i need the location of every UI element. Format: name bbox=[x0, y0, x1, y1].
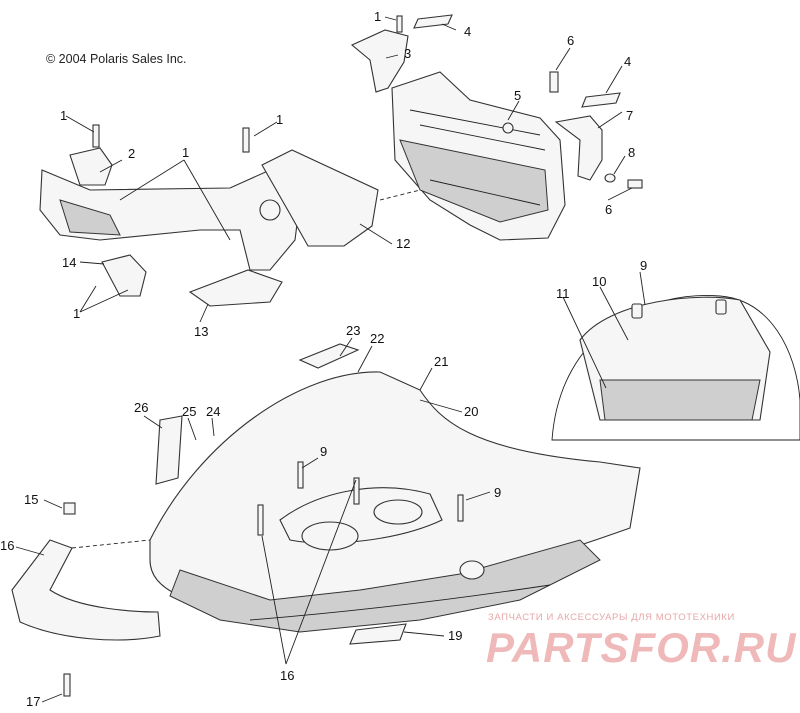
callout-1: 1 bbox=[73, 306, 80, 321]
air-duct-26 bbox=[155, 415, 183, 485]
callout-8: 8 bbox=[628, 145, 635, 160]
callout-13: 13 bbox=[194, 324, 208, 339]
callout-6: 6 bbox=[567, 33, 574, 48]
callout-14: 14 bbox=[62, 255, 76, 270]
leader-dashed-bumper bbox=[71, 539, 151, 549]
hood-20 bbox=[149, 371, 641, 633]
callout-1: 1 bbox=[374, 9, 381, 24]
callout-4: 4 bbox=[624, 54, 631, 69]
callout-2: 2 bbox=[128, 146, 135, 161]
screw-16 bbox=[257, 504, 264, 536]
callout-20: 20 bbox=[464, 404, 478, 419]
bolt-6-top bbox=[549, 71, 559, 93]
callout-1: 1 bbox=[60, 108, 67, 123]
leader-lines bbox=[15, 16, 646, 703]
callout-21: 21 bbox=[434, 354, 448, 369]
decal-19 bbox=[349, 623, 407, 645]
watermark-tagline: ЗАПЧАСТИ И АКСЕССУАРЫ ДЛЯ МОТОТЕХНИКИ bbox=[488, 612, 735, 623]
bracket-3 bbox=[350, 29, 409, 93]
callout-23: 23 bbox=[346, 323, 360, 338]
bolt-1-top bbox=[396, 15, 403, 33]
callout-1: 1 bbox=[276, 112, 283, 127]
washer-8 bbox=[604, 173, 616, 183]
callout-5: 5 bbox=[514, 88, 521, 103]
rubber-strip-23 bbox=[298, 343, 360, 369]
front-bulkhead-bracket bbox=[391, 71, 566, 241]
bracket-14 bbox=[101, 254, 147, 297]
bracket-7 bbox=[554, 115, 603, 181]
bolt-6-bottom bbox=[627, 179, 643, 189]
bolt-17 bbox=[63, 673, 71, 697]
callout-24: 24 bbox=[206, 404, 220, 419]
screw-9-a bbox=[297, 461, 304, 489]
bumper-16 bbox=[11, 539, 161, 641]
copyright-notice: © 2004 Polaris Sales Inc. bbox=[46, 52, 187, 66]
callout-16: 16 bbox=[0, 538, 14, 553]
callout-22: 22 bbox=[370, 331, 384, 346]
callout-1: 1 bbox=[182, 145, 189, 160]
callout-3: 3 bbox=[404, 46, 411, 61]
watermark-logo: PARTSFOR.RU bbox=[486, 624, 797, 671]
callout-9: 9 bbox=[494, 485, 501, 500]
callout-9: 9 bbox=[320, 444, 327, 459]
callout-15: 15 bbox=[24, 492, 38, 507]
callout-17: 17 bbox=[26, 694, 40, 708]
callout-7: 7 bbox=[626, 108, 633, 123]
callout-9: 9 bbox=[640, 258, 647, 273]
decal-4-top bbox=[413, 14, 453, 29]
callout-19: 19 bbox=[448, 628, 462, 643]
callout-16: 16 bbox=[280, 668, 294, 683]
lower-brace-13 bbox=[188, 269, 283, 307]
bracket-12 bbox=[261, 149, 379, 247]
hood-underside-inset bbox=[551, 294, 800, 441]
callout-26: 26 bbox=[134, 400, 148, 415]
callout-4: 4 bbox=[464, 24, 471, 39]
decal-4-right bbox=[581, 92, 621, 108]
callout-labels: 1 1 1 1 1 2 3 4 4 5 6 6 7 8 9 9 9 10 11 … bbox=[0, 9, 647, 709]
nut-15 bbox=[63, 502, 76, 515]
leader-dashed-steering bbox=[379, 189, 421, 201]
steering-support-assembly bbox=[39, 124, 301, 271]
callout-6: 6 bbox=[605, 202, 612, 217]
callout-10: 10 bbox=[592, 274, 606, 289]
callout-11: 11 bbox=[556, 286, 570, 301]
callout-12: 12 bbox=[396, 236, 410, 251]
screw-9-c bbox=[457, 494, 464, 522]
callout-25: 25 bbox=[182, 404, 196, 419]
screw-9-b bbox=[353, 477, 360, 505]
